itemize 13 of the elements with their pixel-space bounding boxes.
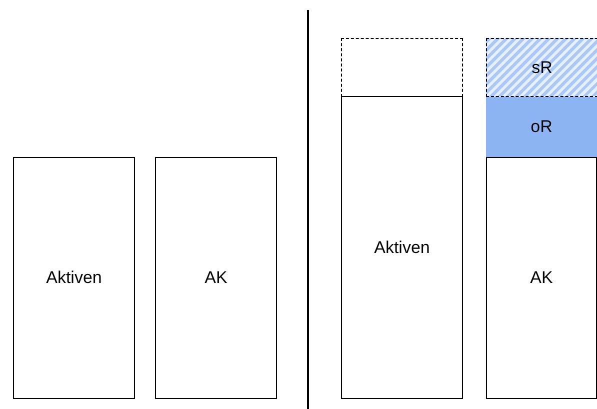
box-label: sR	[532, 58, 552, 78]
filled-box	[486, 97, 597, 157]
rectangle-box	[486, 157, 597, 399]
rectangle-box	[155, 157, 277, 399]
box-label: AK	[530, 268, 553, 288]
hatched-box	[486, 38, 597, 97]
box-label: Aktiven	[46, 268, 102, 288]
rectangle-box	[13, 157, 135, 399]
box-label: Aktiven	[374, 238, 430, 258]
empty-dashed-box	[341, 38, 463, 97]
box-label: oR	[530, 117, 552, 137]
box-label: AK	[204, 268, 228, 288]
rectangle-box	[341, 96, 463, 399]
